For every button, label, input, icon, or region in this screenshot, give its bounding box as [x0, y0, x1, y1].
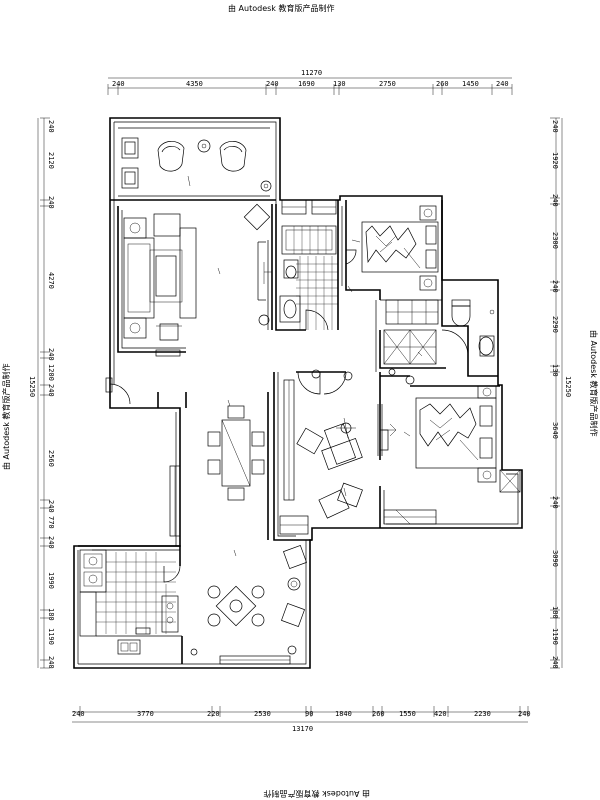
dim-right-1: 1920	[551, 152, 559, 169]
dim-left-5: 1200	[47, 364, 55, 381]
dim-left-1: 2120	[47, 152, 55, 169]
dim-top-7: 1450	[462, 80, 479, 88]
dim-top-5: 2750	[379, 80, 396, 88]
dim-top-total: 11270	[301, 69, 322, 77]
dim-bottom-3: 2530	[254, 710, 271, 718]
lounge-furniture	[190, 545, 307, 656]
dim-bottom-0: 240	[72, 710, 85, 718]
bedroom-2-furniture	[403, 385, 497, 483]
dim-top-4: 130	[333, 80, 346, 88]
dim-right-9: 3090	[551, 550, 559, 567]
dim-right-5: 2290	[551, 316, 559, 333]
dim-left-10: 240	[47, 536, 55, 549]
windows	[169, 199, 521, 665]
dim-top-3: 1690	[298, 80, 315, 88]
dim-bottom-total: 13170	[292, 725, 313, 733]
dim-bottom-6: 260	[372, 710, 385, 718]
dim-right-10: 180	[551, 606, 559, 619]
walls	[73, 117, 523, 669]
watermark-right: 由 Autodesk 教育版产品制作	[589, 330, 599, 436]
bathroom-2	[417, 299, 495, 357]
dim-left-12: 180	[47, 608, 55, 621]
bedroom-1-furniture	[351, 205, 439, 291]
dimension-right: 240 1920 240 2300 240 2290 130 3640 240 …	[550, 117, 572, 669]
dim-right-7: 3640	[551, 422, 559, 439]
dim-left-3: 4270	[47, 272, 55, 289]
dim-bottom-9: 2230	[474, 710, 491, 718]
dim-right-12: 240	[551, 656, 559, 669]
dim-right-6: 130	[551, 364, 559, 377]
bathroom-1	[279, 225, 353, 330]
dim-left-8: 240	[47, 500, 55, 513]
dim-left-4: 240	[47, 348, 55, 361]
watermark-left: 由 Autodesk 教育版产品制作	[1, 364, 11, 470]
living-room-furniture	[123, 203, 272, 357]
kitchen	[79, 549, 179, 655]
dining-furniture	[207, 399, 265, 501]
dim-left-9: 770	[47, 516, 55, 529]
dim-bottom-2: 220	[207, 710, 220, 718]
dim-right-11: 1190	[551, 628, 559, 645]
watermark-bottom: 由 Autodesk 教育版产品制作	[264, 789, 370, 799]
dim-right-0: 240	[551, 120, 559, 133]
dim-top-6: 260	[436, 80, 449, 88]
dimension-top: 11270 240 4350 240 1690 130 2750 260 145…	[107, 69, 513, 95]
dim-top-1: 4350	[186, 80, 203, 88]
dim-left-7: 2560	[47, 450, 55, 467]
dimension-bottom: 240 3770 220 2530 90 1840 260 1550 420 2…	[72, 706, 531, 733]
dim-bottom-8: 420	[434, 710, 447, 718]
dim-left-2: 240	[47, 196, 55, 209]
watermark-top: 由 Autodesk 教育版产品制作	[228, 3, 334, 13]
dim-right-2: 240	[551, 194, 559, 207]
dim-bottom-10: 240	[518, 710, 531, 718]
dim-right-3: 2300	[551, 232, 559, 249]
dim-top-0: 240	[112, 80, 125, 88]
dim-left-14: 240	[47, 656, 55, 669]
dim-left-total: 15250	[28, 376, 36, 397]
dim-top-2: 240	[266, 80, 279, 88]
dim-bottom-1: 3770	[137, 710, 154, 718]
dim-left-6: 240	[47, 384, 55, 397]
dim-bottom-5: 1840	[335, 710, 352, 718]
study-furniture	[296, 369, 415, 519]
dim-right-total: 15250	[564, 376, 572, 397]
corridor-closets	[383, 329, 437, 376]
dim-bottom-4: 90	[305, 710, 313, 718]
dim-left-0: 240	[47, 120, 55, 133]
dim-left-11: 1990	[47, 572, 55, 589]
dim-bottom-7: 1550	[399, 710, 416, 718]
dim-top-8: 240	[496, 80, 509, 88]
dim-right-8: 240	[551, 496, 559, 509]
dim-left-13: 1190	[47, 628, 55, 645]
dim-right-4: 240	[551, 280, 559, 293]
balcony-furniture	[121, 137, 272, 192]
dimension-left: 240 2120 240 4270 240 1200 240 2560 240 …	[28, 117, 55, 669]
